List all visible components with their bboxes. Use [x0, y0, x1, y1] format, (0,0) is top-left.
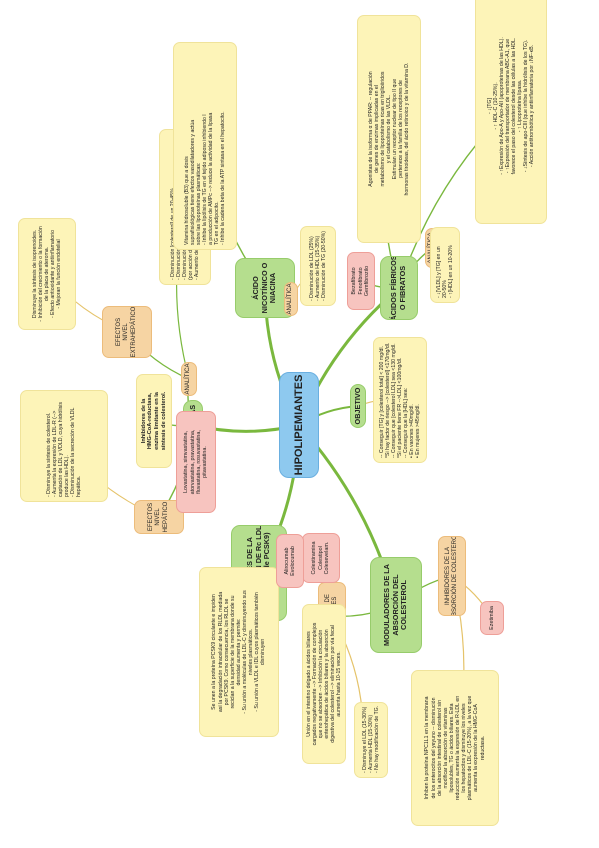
text-line: NIVEL — [155, 508, 162, 526]
text-line: OBJETIVO — [352, 387, 362, 425]
text-line: - Disminución de TG (20-50%) — [321, 231, 328, 301]
text-line: ANALÍTICA — [185, 363, 192, 395]
text-line: - ↑[HDL] en un 10-20% — [448, 245, 455, 298]
estatinas-extrahepatico-note: Disminuye la síntesis de isoprenoides.- … — [18, 218, 76, 330]
inhibidores-absorcion-note: Inhiben la proteína NPC1L1 en la membran… — [411, 670, 499, 826]
pcsk9-mecanismo-note: Se unen a la proteína PCSK9 circulante e… — [199, 567, 279, 737]
central-topic[interactable]: HIPOLIPEMIANTES — [279, 372, 319, 478]
text-line: aumenta hasta 10-15 veces. — [336, 651, 343, 717]
text-line: EFECTOS — [148, 502, 155, 532]
ezetimiba-drug[interactable]: Ezetimiba — [480, 601, 504, 635]
branch-objetivo[interactable]: OBJETIVO — [350, 384, 366, 428]
text-line: disminuyen — [260, 638, 267, 666]
estatinas-hepatico-note: - Disminuye la síntesis de colesterol.- … — [20, 390, 108, 502]
text-line: enzima limitante en la — [154, 392, 160, 450]
text-line: NIVEL — [123, 323, 130, 341]
niacina-analitica-label[interactable]: ANALÍTICA — [284, 282, 298, 316]
text-line: - Inhibe la cadena beta de la ATP sintas… — [220, 111, 227, 245]
text-line: Evolocumab — [290, 546, 296, 576]
fijadores-mecanismo-note: Unión en el intestino delgado a ácidos b… — [302, 604, 346, 764]
text-line: hepática. — [76, 475, 83, 497]
text-line: HEPÁTICO — [162, 501, 169, 533]
text-line: HIPOLIPEMIANTES — [292, 374, 305, 476]
fibratos-mecanismo-note: Agonistas de la isoforma α de PPAR: -- r… — [357, 15, 421, 243]
text-line: Gemfibrozilo — [364, 265, 371, 297]
text-line: - Mejoran la función endotelial — [56, 239, 63, 309]
text-line: • En mujeres >45mg/dl. — [415, 404, 422, 458]
text-line: EXTRAHEPÁTICO — [130, 306, 137, 358]
text-line: COLESTEROL — [399, 580, 409, 630]
text-line: - Acción antitrombótica y antiinflamator… — [529, 44, 536, 168]
text-line: reductasa. — [479, 735, 486, 761]
text-line: pitavastatina. — [202, 446, 209, 478]
moduladores-analitica-note: - Disminuye el LDL (15-30%)- Aumenta HDL… — [354, 702, 388, 778]
text-line: EFECTOS — [116, 317, 123, 347]
text-line: ANALÍTICA — [287, 283, 294, 315]
text-line: HMG-CoA-reductasa, — [147, 392, 154, 450]
text-line: Ezetimiba — [488, 606, 495, 630]
text-line: O FIBRATOS — [398, 265, 407, 311]
objetivo-note: -- Conseguir [TG] y [colesterol total] <… — [373, 337, 427, 463]
text-line: síntesis de colesterol. — [160, 391, 167, 451]
text-line: - No hay modificación de TG. — [374, 705, 381, 773]
text-line: NIACINA — [268, 272, 278, 304]
text-line: Colesevelam. — [324, 541, 331, 575]
text-line: Inhibidores de la — [140, 398, 147, 444]
fibratos-efectos-note: - ↓[TG]- ↑ HDL-C (10-25%).- ↑Expresión d… — [475, 0, 547, 224]
niacina-analitica-note: - Disminución de LDL (25%)- Aumento de H… — [300, 226, 336, 306]
text-line: ABSORCIÓN DE COLESTEROL — [452, 536, 458, 616]
estatinas-analitica-label[interactable]: ANALÍTICA — [181, 362, 197, 396]
text-line: INHIBIDORES DE LA — [444, 547, 451, 606]
estatinas-drug-list[interactable]: Lovastatina, simvastatina,atorvastatina,… — [176, 411, 216, 513]
text-line: hormonas tiroideas, del ácido retinoico … — [404, 62, 411, 196]
